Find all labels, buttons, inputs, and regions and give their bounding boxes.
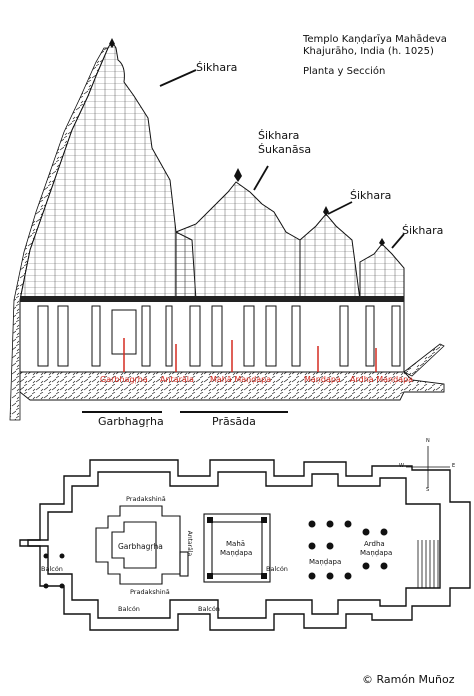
credit: © Ramón Muñoz xyxy=(362,673,455,686)
title-line-1: Templo Kaṇḍarīya Mahādeva xyxy=(303,34,447,45)
plan-balcon-bottom-left: Balcón xyxy=(118,605,140,613)
label-sikhara-main: Śikhara xyxy=(196,61,238,74)
platform xyxy=(19,371,445,401)
plan-balcon-right: Balcón xyxy=(266,565,288,573)
label-maha-mandapa: Mahā Maṇḍapa xyxy=(210,375,272,384)
label-sikhara-mid: Śikhara xyxy=(350,189,392,202)
section-columns xyxy=(37,305,401,367)
title-line-3: Planta y Sección xyxy=(303,66,386,77)
red-pointers xyxy=(123,338,377,372)
leader-lines xyxy=(159,69,405,249)
compass-n: N xyxy=(426,438,430,444)
label-sikhara-sukanasa-line1: Śikhara xyxy=(258,129,300,142)
plan-inner-walls xyxy=(95,505,271,585)
compass-w: W xyxy=(399,463,404,469)
plan-pradakshina-top: Pradakshinā xyxy=(126,495,166,503)
compass-e: E xyxy=(452,463,456,469)
compass-rose xyxy=(406,446,450,488)
sukanasa-sikhara xyxy=(175,181,301,301)
compass-s: S xyxy=(426,487,430,493)
label-antarala: Antarāla xyxy=(160,375,194,384)
title-line-2: Khajurāho, India (h. 1025) xyxy=(303,46,434,57)
plan-columns xyxy=(43,517,388,589)
plan-antarala: Antarāla xyxy=(186,530,194,557)
label-garbhagrha: Garbhagṛha xyxy=(100,375,148,384)
plan-balcon-bottom-center: Balcón xyxy=(198,605,220,613)
plan-ardha-line2: Maṇḍapa xyxy=(360,549,393,557)
plan-pradakshina-bottom: Pradakshinā xyxy=(130,588,170,596)
entrance-stairs xyxy=(417,540,439,588)
plan-maha-line2: Maṇḍapa xyxy=(220,549,253,557)
label-mandapa: Maṇḍapa xyxy=(304,375,341,384)
plan-balcon-left: Balcón xyxy=(41,565,63,573)
right-roofs xyxy=(299,213,405,301)
label-sikhara-sukanasa-line2: Śukanāsa xyxy=(258,143,312,156)
plan-ardha-line1: Ardha xyxy=(364,540,385,548)
label-sikhara-right: Śikhara xyxy=(402,224,444,237)
zone-garbhagrha: Garbhagṛha xyxy=(98,415,164,428)
zone-prasada: Prāsāda xyxy=(212,415,256,428)
plan-mandapa: Maṇḍapa xyxy=(309,558,342,566)
plan-maha-line1: Mahā xyxy=(226,540,246,548)
plan-garbhagrha: Garbhagṛha xyxy=(118,542,163,551)
label-ardha-mandapa: Ardha Maṇḍapa xyxy=(350,375,414,384)
plan-outline xyxy=(19,459,471,631)
